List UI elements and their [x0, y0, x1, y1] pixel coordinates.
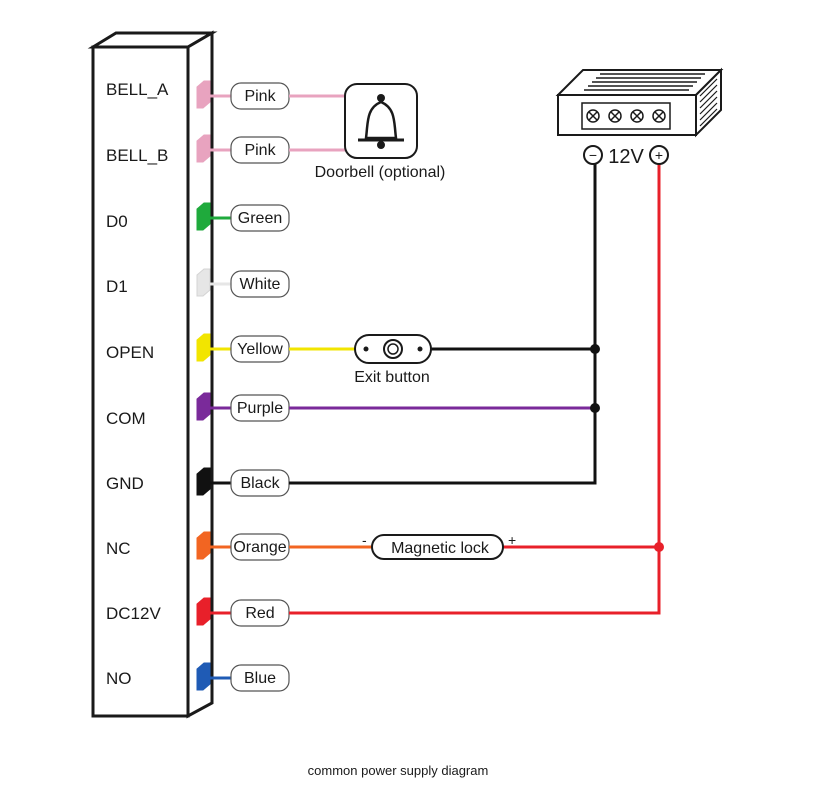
terminal-screw-icons — [586, 109, 666, 123]
diagram-caption: common power supply diagram — [308, 763, 489, 778]
lock-plus-sign: + — [508, 532, 516, 548]
wire-color-label-pink: Pink — [244, 88, 276, 105]
pin-label-d0: D0 — [106, 212, 128, 231]
power-supply: − 12V + — [555, 67, 724, 168]
wire-color-label-white: White — [240, 276, 281, 293]
exit-button: Exit button — [354, 334, 432, 386]
doorbell-label: Doorbell (optional) — [315, 164, 446, 181]
wire-stub — [196, 80, 211, 109]
wire-color-label-green: Green — [238, 210, 282, 227]
pin-connector-no: Blue — [196, 662, 290, 692]
exit-button-label: Exit button — [354, 369, 430, 386]
pin-connector-nc: Orange — [196, 531, 290, 561]
pin-label-no: NO — [106, 669, 132, 688]
wire-stub — [196, 662, 211, 691]
wire-tag — [230, 204, 290, 232]
doorbell: Doorbell (optional) — [315, 83, 446, 181]
wire-stub — [196, 392, 211, 421]
wire-color-label-purple: Purple — [237, 400, 283, 417]
pin-connector-bell-b: Pink — [196, 134, 290, 164]
psu-side-vents — [699, 78, 718, 127]
wire-color-label-yellow: Yellow — [237, 341, 283, 358]
junction-dot-lock — [654, 542, 664, 552]
wire-stub — [196, 333, 211, 362]
pin-connector-gnd: Black — [196, 467, 290, 497]
psu-plus-sign: + — [655, 147, 663, 163]
psu-plus-terminal: + — [649, 145, 669, 165]
pin-connector-dc12v: Red — [196, 597, 290, 627]
pin-connector-bell-a: Pink — [196, 80, 290, 110]
wire-tag — [230, 664, 290, 692]
wire-color-label-blue: Blue — [244, 670, 276, 687]
pin-label-open: OPEN — [106, 343, 154, 362]
wire-color-label-black: Black — [240, 475, 280, 492]
wire-stub — [196, 268, 211, 297]
pin-label-d1: D1 — [106, 277, 128, 296]
junction-dot-com — [590, 403, 600, 413]
wire-connectors: PinkPinkGreenWhiteYellowPurpleBlackOrang… — [196, 80, 290, 692]
pin-label-bell-b: BELL_B — [106, 146, 168, 165]
pin-label-nc: NC — [106, 539, 131, 558]
pin-labels: BELL_A BELL_B D0 D1 OPEN COM GND NC DC12… — [106, 80, 169, 688]
bell-icon — [358, 94, 404, 149]
lock-minus-sign: - — [362, 532, 367, 548]
junction-dot-open — [590, 344, 600, 354]
pin-label-gnd: GND — [106, 474, 144, 493]
wire-color-label-pink: Pink — [244, 142, 276, 159]
pin-connector-com: Purple — [196, 392, 290, 422]
minus-icon — [583, 145, 603, 165]
psu-vents — [584, 73, 705, 91]
pin-label-dc12v: DC12V — [106, 604, 161, 623]
pin-connector-d0: Green — [196, 202, 290, 232]
pin-label-bell-a: BELL_A — [106, 80, 169, 99]
plus-icon — [649, 145, 669, 165]
psu-minus-sign: − — [589, 147, 597, 163]
pin-label-com: COM — [106, 409, 146, 428]
wire-red-dc12v — [289, 164, 661, 615]
wire-color-label-orange: Orange — [233, 539, 286, 556]
wire-stub — [196, 134, 211, 163]
psu-voltage: 12V — [608, 146, 644, 168]
wire-stub — [196, 597, 211, 626]
pin-connector-open: Yellow — [196, 333, 290, 363]
external-wiring — [289, 94, 664, 615]
wire-stub — [196, 467, 211, 496]
wire-stub — [196, 202, 211, 231]
wire-stub — [196, 531, 211, 560]
psu-minus-terminal: − — [583, 145, 603, 165]
magnetic-lock: Magnetic lock - + — [362, 532, 516, 560]
magnetic-lock-body — [371, 534, 504, 560]
magnetic-lock-label: Magnetic lock — [391, 540, 490, 557]
wire-color-label-red: Red — [245, 605, 274, 622]
pin-connector-d1: White — [196, 268, 290, 298]
wire-tag — [230, 270, 290, 298]
wire-black-gnd — [289, 164, 597, 485]
